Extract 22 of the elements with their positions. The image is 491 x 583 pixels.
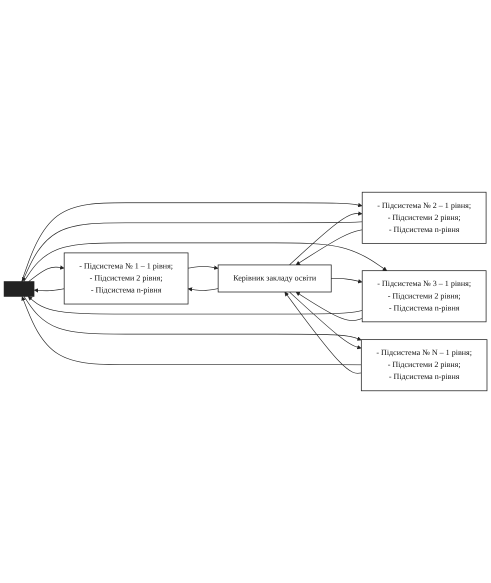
node-box: Керівник закладу освіти: [218, 264, 332, 292]
arrow: [34, 288, 64, 293]
arrow: [289, 211, 362, 266]
node-box: - Підсистема № N – 1 рівня; - Підсистеми 2 рівня; - Підсистема n-рівня: [360, 339, 488, 392]
arrow: [296, 292, 363, 321]
node-box: - Підсистема № 1 – 1 рівня; - Підсистеми 2 рівня; - Підсистема n-рівня: [64, 252, 188, 304]
arrow: [21, 296, 362, 366]
arrow: [188, 265, 218, 270]
arrow: [21, 202, 362, 282]
arrow: [330, 278, 362, 284]
arrow: [296, 229, 363, 266]
arrow: [188, 287, 218, 292]
arrow: [284, 292, 362, 374]
node-bar: [4, 281, 34, 297]
arrow: [22, 221, 363, 282]
arrow: [28, 265, 64, 282]
arrow: [289, 292, 362, 350]
arrow: [24, 242, 388, 282]
arrow: [24, 296, 362, 341]
node-box: - Підсистема № 3 – 1 рівня; - Підсистеми 2 рівня; - Підсистема n-рівня: [362, 270, 486, 322]
node-box: - Підсистема № 2 – 1 рівня; - Підсистеми 2 рівня; - Підсистема n-рівня: [362, 192, 486, 244]
arrow: [28, 296, 363, 314]
